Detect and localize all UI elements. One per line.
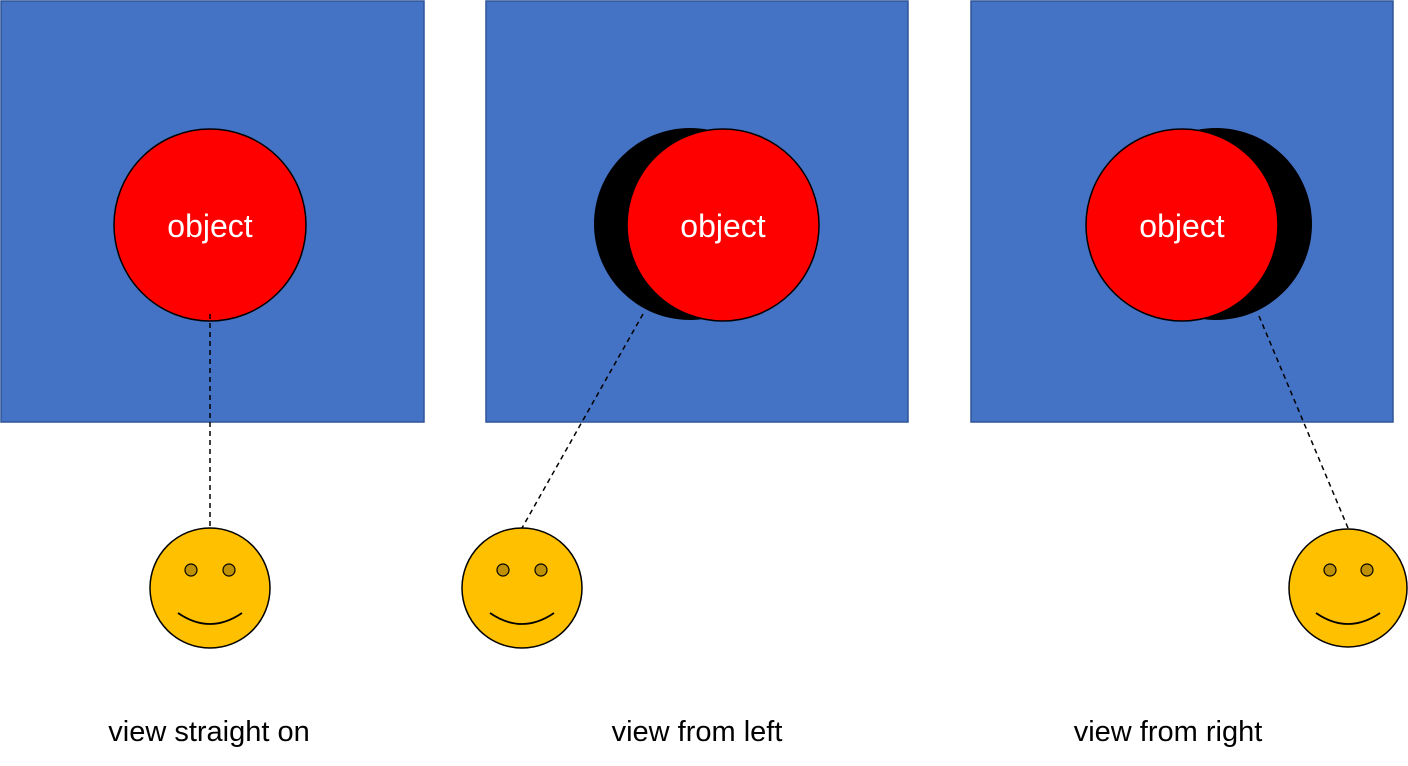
left-eye [184, 563, 198, 577]
viewer-smiley-icon [461, 527, 583, 649]
panel-from-left: object view from left [461, 0, 909, 748]
object-label: object [167, 208, 253, 244]
viewer-smiley-icon [149, 527, 271, 649]
face-circle [461, 527, 583, 649]
smile [489, 612, 555, 625]
panel-from-right: object view from right [970, 0, 1408, 748]
panel-caption: view from left [612, 716, 783, 748]
object-label: object [1139, 208, 1225, 244]
panel-caption: view from right [1074, 716, 1263, 748]
smile [177, 612, 243, 625]
sight-line [521, 313, 644, 529]
viewer-smiley-icon [1288, 528, 1408, 648]
face-circle [149, 527, 271, 649]
left-eye [1323, 563, 1337, 577]
sight-line [1258, 315, 1349, 529]
left-eye [496, 563, 510, 577]
object-label: object [680, 208, 766, 244]
right-eye [534, 563, 548, 577]
object-circle [626, 128, 820, 322]
face-circle [1288, 528, 1408, 648]
smile [1315, 612, 1381, 625]
panel-straight-on: object view straight on [0, 0, 425, 748]
right-eye [1360, 563, 1374, 577]
right-eye [222, 563, 236, 577]
object-circle [113, 128, 307, 322]
panel-caption: view straight on [108, 716, 310, 748]
object-circle [1085, 128, 1279, 322]
